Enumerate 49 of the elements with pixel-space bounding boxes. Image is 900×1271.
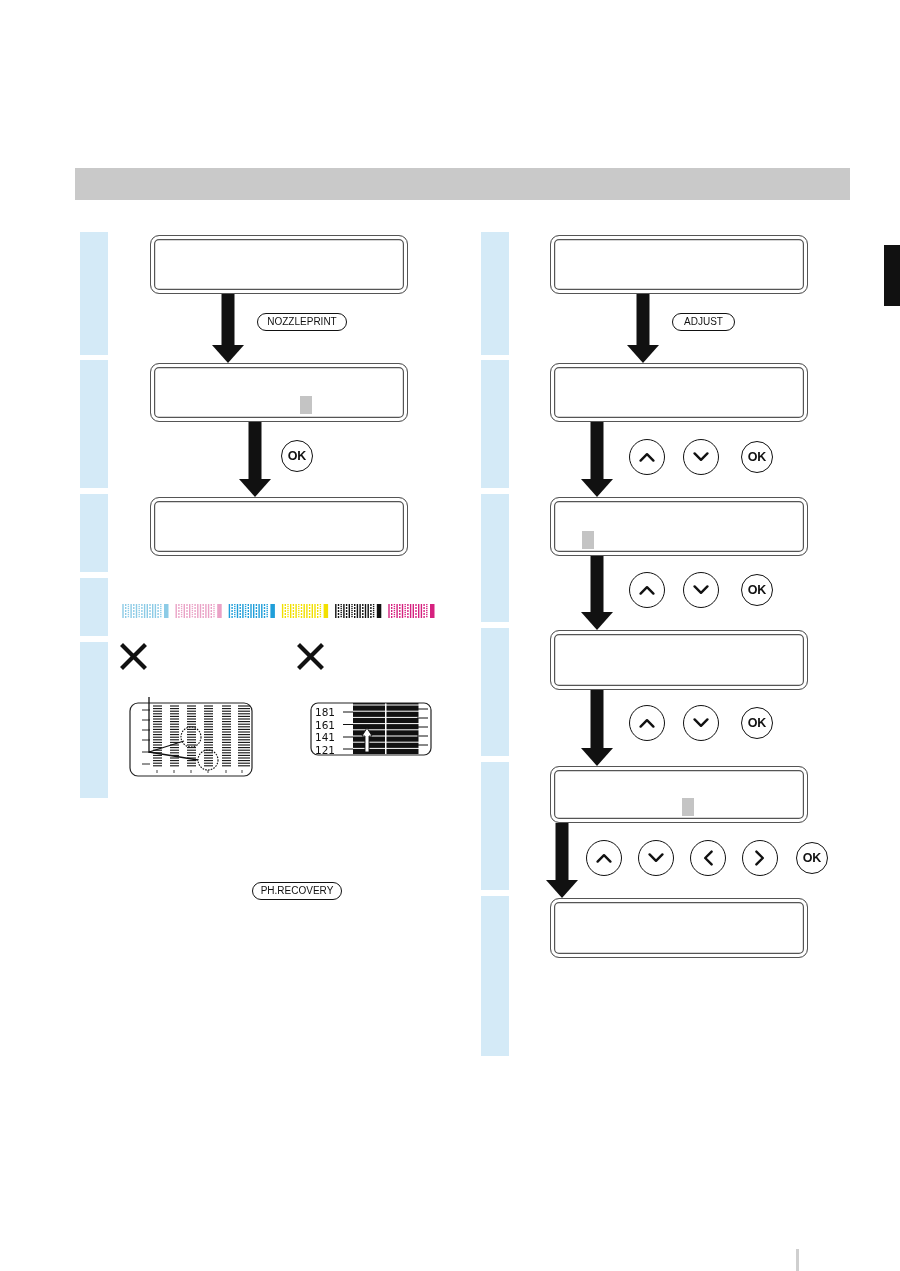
step-band <box>481 232 509 355</box>
ok-button: OK <box>796 842 828 874</box>
scale-number: 181 <box>315 707 336 718</box>
down-key-button <box>683 572 719 608</box>
step-band <box>481 896 509 1056</box>
step-band <box>80 578 108 636</box>
step-band <box>481 628 509 756</box>
arrow <box>546 823 578 898</box>
ok-button: OK <box>741 441 773 473</box>
step-band <box>80 360 108 488</box>
scale-number: 141 <box>315 732 336 743</box>
ok-button: OK <box>281 440 313 472</box>
step-band <box>80 232 108 355</box>
ok-button: OK <box>741 707 773 739</box>
up-key-button <box>629 439 665 475</box>
arrow <box>239 422 271 497</box>
lcd-screen <box>550 766 808 823</box>
up-key-button <box>629 572 665 608</box>
lcd-screen <box>150 497 408 556</box>
scale-number: 161 <box>315 719 336 731</box>
arrow <box>581 422 613 497</box>
key-button: ADJUST <box>672 313 735 331</box>
left-key-button <box>690 840 726 876</box>
down-key-button <box>683 705 719 741</box>
step-band <box>481 494 509 622</box>
step-band <box>80 494 108 572</box>
step-band <box>80 642 108 798</box>
step-band <box>481 360 509 488</box>
right-key-button <box>742 840 778 876</box>
lcd-screen <box>550 497 808 556</box>
key-button: NOZZLEPRINT <box>257 313 347 331</box>
scale-number: 121 <box>315 744 336 756</box>
up-key-button <box>629 705 665 741</box>
lcd-screen <box>150 363 408 422</box>
key-button: PH.RECOVERY <box>252 882 342 900</box>
arrow <box>627 294 659 363</box>
step-band <box>481 762 509 890</box>
up-key-button <box>586 840 622 876</box>
lcd-screen <box>550 235 808 294</box>
lcd-screen <box>550 630 808 690</box>
arrow <box>581 690 613 766</box>
arrow <box>581 556 613 630</box>
lcd-screen <box>550 898 808 958</box>
down-key-button <box>683 439 719 475</box>
arrow <box>212 294 244 363</box>
ok-button: OK <box>741 574 773 606</box>
lcd-screen <box>150 235 408 294</box>
down-key-button <box>638 840 674 876</box>
lcd-screen <box>550 363 808 422</box>
